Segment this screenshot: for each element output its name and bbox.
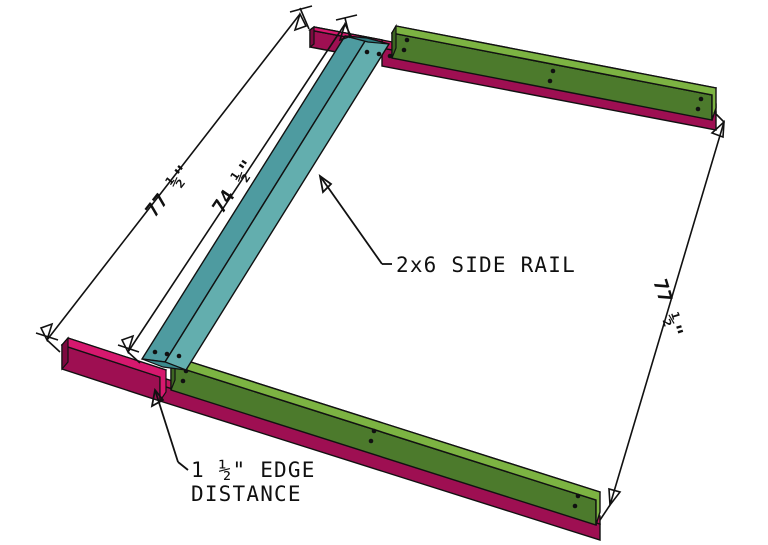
callout-label-edge-distance-line1: 1 ½" EDGE bbox=[191, 458, 316, 482]
screw-hole bbox=[695, 106, 701, 112]
callout-label-side-rail: 2x6 SIDE RAIL bbox=[396, 253, 576, 277]
dimension-77-half-left bbox=[35, 5, 313, 353]
part-rail-top-green bbox=[390, 23, 718, 121]
screw-hole bbox=[404, 37, 410, 43]
screw-hole bbox=[575, 493, 581, 499]
screw-hole bbox=[180, 378, 186, 384]
screw-hole bbox=[376, 51, 382, 57]
screw-hole bbox=[550, 68, 556, 74]
dimension-74-half bbox=[117, 14, 358, 364]
screw-hole bbox=[164, 351, 170, 357]
callout-label-edge-distance-line2: DISTANCE bbox=[191, 482, 302, 506]
leader-edge-distance bbox=[150, 387, 189, 471]
screw-hole bbox=[572, 503, 578, 509]
dimension-77-half-right bbox=[599, 111, 725, 521]
screw-hole bbox=[176, 353, 182, 359]
screw-hole bbox=[698, 96, 704, 102]
screw-hole bbox=[387, 53, 393, 59]
screw-hole bbox=[368, 438, 374, 444]
screw-hole bbox=[371, 428, 377, 434]
part-side-rail-teal bbox=[140, 35, 393, 371]
dimension-label-77-half-right: 77 ½" bbox=[648, 276, 686, 340]
screw-hole bbox=[547, 78, 553, 84]
leader-side-rail bbox=[318, 173, 392, 265]
dimension-label-77-half-left: 77 ½" bbox=[141, 161, 195, 222]
screw-hole bbox=[401, 47, 407, 53]
screw-hole bbox=[152, 349, 158, 355]
screw-hole bbox=[364, 49, 370, 55]
